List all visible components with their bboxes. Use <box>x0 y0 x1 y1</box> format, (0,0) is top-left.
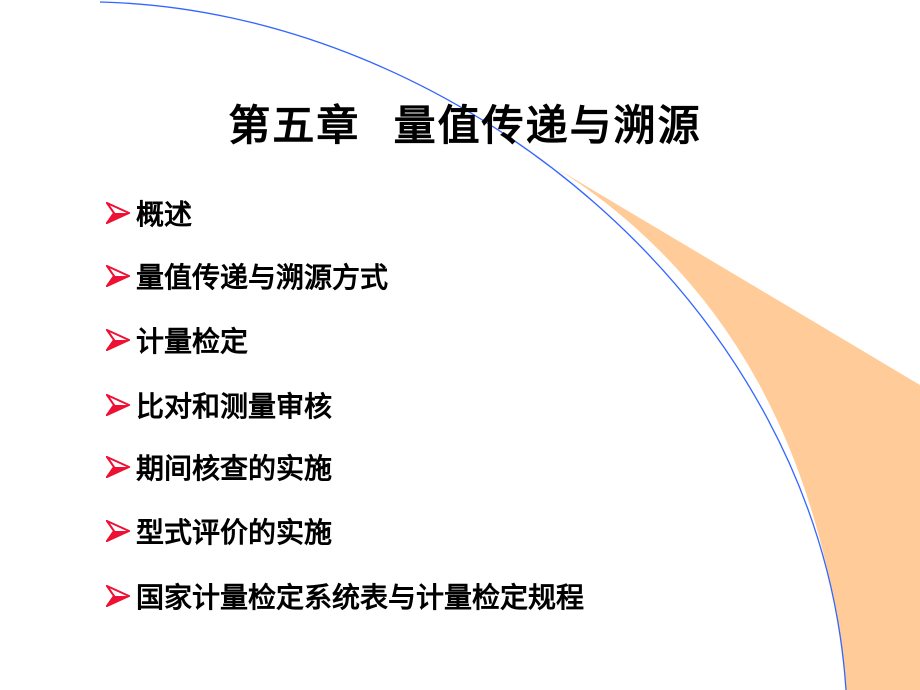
arrow-bullet-icon <box>106 394 130 416</box>
bullet-item: 比对和测量审核 <box>106 385 332 425</box>
arrow-bullet-icon <box>106 456 130 478</box>
bullet-label: 量值传递与溯源方式 <box>136 261 389 294</box>
orange-swoosh <box>556 168 920 690</box>
arrow-bullet-icon <box>106 202 130 224</box>
bullet-label: 国家计量检定系统表与计量检定规程 <box>136 581 585 614</box>
bullet-item: 概述 <box>106 193 192 233</box>
slide-title: 第五章 量值传递与溯源 <box>228 101 702 150</box>
blue-arc <box>99 1 847 690</box>
bullet-item: 计量检定 <box>106 320 248 360</box>
arrow-bullet-icon <box>106 585 130 607</box>
bullet-label: 型式评价的实施 <box>136 516 333 549</box>
arrow-bullet-icon <box>106 520 130 542</box>
bullet-label: 概述 <box>136 198 193 231</box>
bullet-item: 国家计量检定系统表与计量检定规程 <box>106 576 584 616</box>
bullet-label: 计量检定 <box>136 325 249 358</box>
bullet-item: 期间核查的实施 <box>106 447 332 487</box>
arrow-bullet-icon <box>106 265 130 287</box>
arrow-bullet-icon <box>106 329 130 351</box>
bullet-item: 量值传递与溯源方式 <box>106 256 388 296</box>
bullet-label: 期间核查的实施 <box>136 452 333 485</box>
bullet-item: 型式评价的实施 <box>106 511 332 551</box>
bullet-label: 比对和测量审核 <box>136 390 333 423</box>
